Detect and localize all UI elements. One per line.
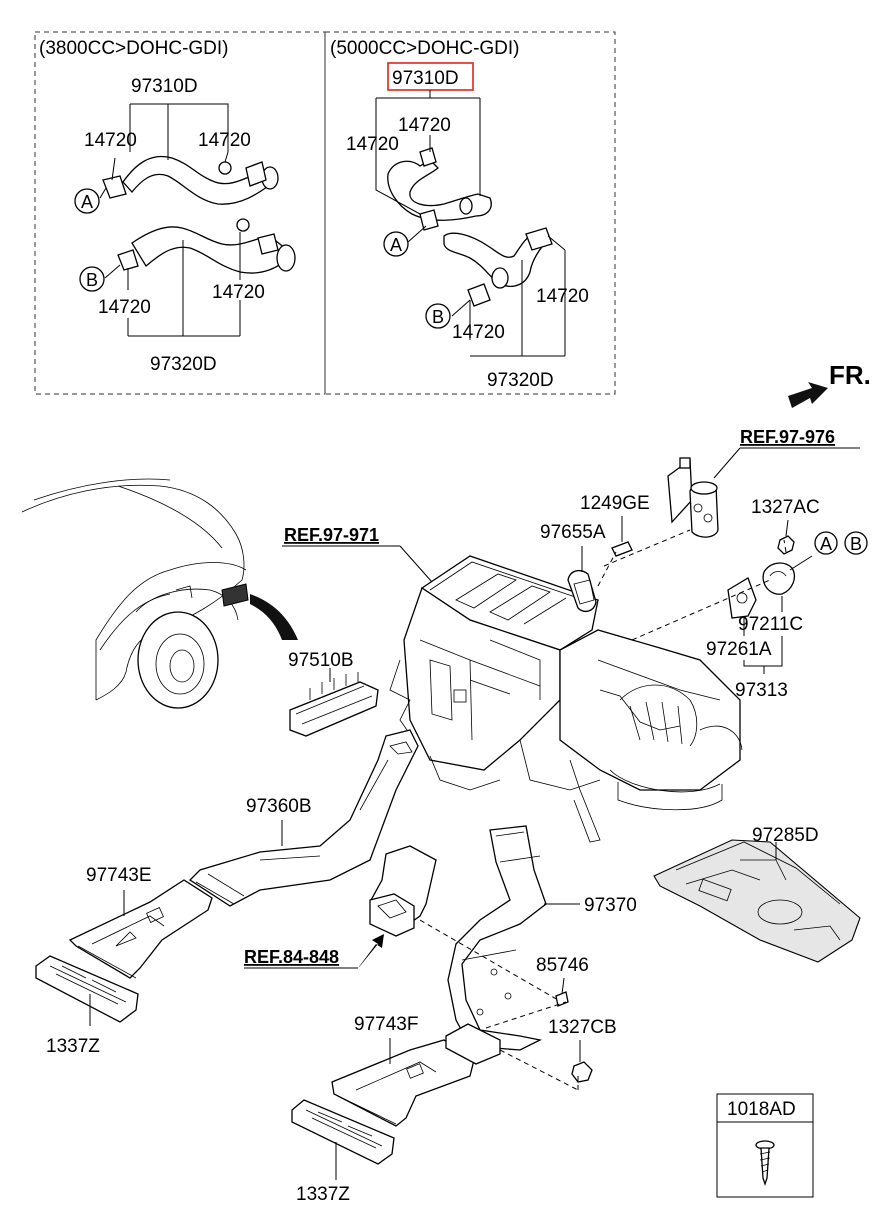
right-drain-hose-upper — [387, 147, 492, 231]
ref-arrow-icon — [358, 934, 384, 968]
connector-b-right: B — [425, 303, 451, 329]
part-97285D-cover — [653, 839, 861, 963]
svg-text:A: A — [390, 235, 402, 255]
label-97310D-left: 97310D — [131, 76, 198, 97]
variant-box-left — [34, 31, 326, 395]
connector-a-main: A — [814, 531, 838, 555]
label-97510B: 97510B — [288, 650, 354, 671]
part-97743E-floor-duct — [68, 879, 213, 979]
label-14720-left-3: 14720 — [98, 297, 151, 318]
connector-b-main: B — [844, 531, 868, 555]
label-14720-left-2: 14720 — [198, 130, 251, 151]
variant-box-right — [324, 31, 616, 395]
hvac-heater-unit — [389, 555, 743, 843]
front-label: FR. — [829, 360, 871, 390]
ref-97-976: REF.97-976 — [740, 427, 835, 447]
part-1337Z-vent-left — [35, 955, 139, 1023]
variant-panel-5000: (5000CC>DOHC-GDI) — [324, 31, 616, 395]
label-14720-right-2: 14720 — [346, 134, 399, 155]
label-97313: 97313 — [735, 680, 788, 701]
label-97285D: 97285D — [752, 825, 819, 846]
part-97370-center-duct — [447, 825, 547, 1051]
part-97360B-rear-duct-left — [188, 729, 419, 907]
label-1337Z-right: 1337Z — [296, 1184, 350, 1205]
arrow-icon — [788, 382, 828, 408]
label-14720-right-1: 14720 — [398, 115, 451, 136]
part-1337Z-vent-right — [291, 1099, 395, 1165]
label-1018AD: 1018AD — [727, 1099, 796, 1120]
part-97655A-gasket — [567, 569, 597, 613]
label-1327CB: 1327CB — [548, 1017, 617, 1038]
label-97320D-right: 97320D — [487, 370, 554, 391]
part-97261A-bracket — [727, 577, 757, 619]
part-1249GE-bolt — [611, 541, 633, 557]
label-85746: 85746 — [536, 955, 589, 976]
part-1327CB-nut — [571, 1061, 593, 1083]
center-duct-bracket — [369, 845, 437, 937]
label-1249GE: 1249GE — [580, 493, 650, 514]
label-97370: 97370 — [584, 895, 637, 916]
label-97743F: 97743F — [354, 1014, 418, 1035]
front-direction-indicator: FR. — [788, 360, 871, 408]
left-drain-hose-lower — [117, 218, 296, 274]
connector-a-right: A — [383, 231, 409, 257]
label-97310D-right: 97310D — [392, 68, 459, 89]
part-85746-screw — [555, 991, 569, 1007]
label-97655A: 97655A — [540, 522, 606, 543]
part-97510B-vent-grille — [289, 672, 379, 737]
label-97743E: 97743E — [86, 865, 152, 886]
label-97360B: 97360B — [246, 796, 312, 817]
left-drain-hose-upper — [102, 155, 279, 205]
variant-title-right: (5000CC>DOHC-GDI) — [330, 38, 520, 59]
left-callouts — [99, 103, 241, 337]
part-97743F-floor-duct — [331, 1023, 501, 1127]
ref-97-971: REF.97-971 — [284, 525, 379, 545]
connector-b-left: B — [79, 266, 105, 292]
svg-text:B: B — [850, 534, 862, 554]
label-14720-right-4: 14720 — [452, 322, 505, 343]
part-1018AD-screw-box: 1018AD — [716, 1093, 814, 1198]
connector-a-left: A — [74, 188, 100, 214]
screw-icon — [755, 1140, 775, 1187]
label-14720-right-3: 14720 — [536, 286, 589, 307]
label-97211C: 97211C — [738, 614, 803, 635]
expansion-valve-assembly — [667, 457, 719, 538]
part-1327AC-nut — [777, 535, 795, 555]
label-1327AC: 1327AC — [751, 497, 820, 518]
label-97261A: 97261A — [706, 639, 772, 660]
label-97320D-left: 97320D — [150, 354, 217, 375]
label-14720-left-4: 14720 — [212, 282, 265, 303]
svg-text:B: B — [86, 270, 98, 290]
label-1337Z-left: 1337Z — [46, 1036, 100, 1057]
part-97211C-seal — [762, 562, 796, 595]
svg-text:A: A — [820, 534, 832, 554]
svg-text:B: B — [432, 307, 444, 327]
right-callouts — [375, 62, 566, 357]
vehicle-outline — [21, 478, 298, 709]
svg-text:A: A — [81, 192, 93, 212]
ref-84-848: REF.84-848 — [244, 947, 339, 967]
variant-title-left: (3800CC>DOHC-GDI) — [39, 38, 229, 59]
callout-arrow-icon — [250, 594, 298, 640]
label-14720-left-1: 14720 — [84, 130, 137, 151]
variant-panel-3800: (3800CC>DOHC-GDI) — [34, 31, 326, 395]
